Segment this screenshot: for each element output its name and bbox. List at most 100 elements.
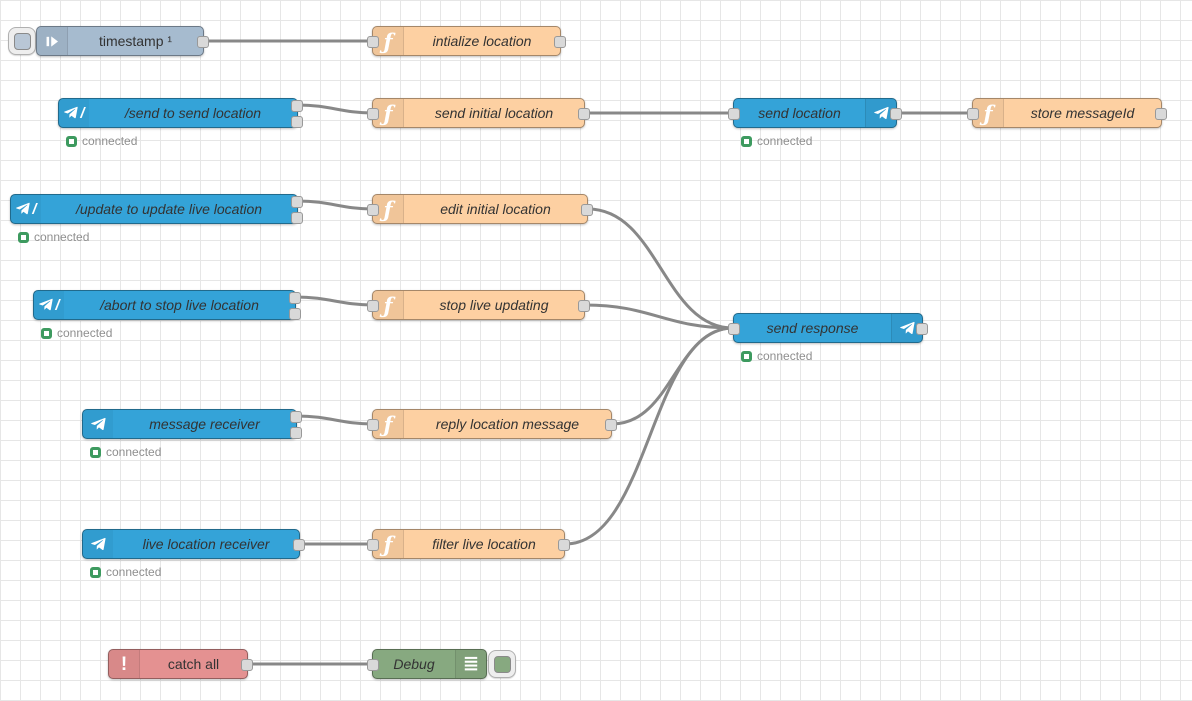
node-send-response[interactable]: send response [728,313,928,343]
output-port[interactable] [558,539,570,551]
wire[interactable] [586,207,735,330]
node-label: Debug [393,656,435,672]
node-reply-location-message[interactable]: ƒ reply location message [367,409,617,439]
node-stop-live-updating[interactable]: ƒ stop live updating [367,290,590,320]
output-port[interactable] [241,659,253,671]
wire[interactable] [294,295,374,307]
node-edit-initial-location[interactable]: ƒ edit initial location [367,194,593,224]
debug-list-icon [455,650,486,678]
status-text: connected [34,230,90,244]
input-port[interactable] [367,419,379,431]
node-status: connected [18,230,89,244]
node-label: live location receiver [142,536,270,552]
inject-button[interactable] [8,27,36,55]
node-status: connected [90,445,161,459]
telegram-command-icon: / [11,195,41,223]
output-port[interactable] [291,100,303,112]
node-label: reply location message [435,416,580,432]
input-port[interactable] [367,36,379,48]
status-ring-icon [90,566,101,578]
output-port[interactable] [890,108,902,120]
input-port[interactable] [367,108,379,120]
node-status: connected [741,134,812,148]
status-ring-icon [18,231,29,243]
status-ring-icon [90,446,101,458]
wire[interactable] [295,414,374,426]
input-port[interactable] [967,108,979,120]
function-icon: ƒ [373,99,404,127]
output-port[interactable] [916,323,928,335]
node-label: catch all [167,656,220,672]
status-text: connected [106,565,162,579]
input-port[interactable] [728,108,740,120]
output-port[interactable] [291,212,303,224]
input-port[interactable] [367,659,379,671]
node-label: stop live updating [439,297,549,313]
node-debug[interactable]: Debug [367,649,487,679]
debug-toggle-button[interactable] [488,650,516,678]
node-send-initial-location[interactable]: ƒ send initial location [367,98,590,128]
node-catch-all[interactable]: ! catch all [108,649,253,679]
node-label: send location [758,105,841,121]
wire[interactable] [610,326,735,426]
telegram-command-icon: / [59,99,89,127]
node-cmd-update[interactable]: / /update to update live location [10,194,303,224]
wire[interactable] [296,199,374,211]
node-intialize-location[interactable]: ƒ intialize location [367,26,566,56]
node-status: connected [741,349,812,363]
output-port[interactable] [581,204,593,216]
output-port[interactable] [1155,108,1167,120]
node-message-receiver[interactable]: message receiver [82,409,302,439]
output-port[interactable] [578,108,590,120]
output-port[interactable] [289,308,301,320]
output-port[interactable] [197,36,209,48]
node-live-location-receiver[interactable]: live location receiver [82,529,305,559]
node-cmd-abort[interactable]: / /abort to stop live location [33,290,301,320]
input-port[interactable] [367,539,379,551]
node-send-location[interactable]: send location [728,98,902,128]
wire[interactable] [563,326,735,546]
output-port[interactable] [291,116,303,128]
node-label: store messageId [1030,105,1135,121]
node-timestamp-inject[interactable]: timestamp ¹ [36,26,209,56]
output-port[interactable] [289,292,301,304]
node-filter-live-location[interactable]: ƒ filter live location [367,529,570,559]
input-port[interactable] [728,323,740,335]
node-label: timestamp ¹ [98,33,173,49]
node-label: /abort to stop live location [100,297,259,313]
telegram-command-icon: / [34,291,64,319]
status-text: connected [757,349,813,363]
output-port[interactable] [605,419,617,431]
output-port[interactable] [291,196,303,208]
exclamation-icon: ! [109,650,140,678]
status-text: connected [57,326,113,340]
status-ring-icon [41,327,52,339]
node-label: /send to send location [124,105,262,121]
node-label: intialize location [432,33,532,49]
output-port[interactable] [293,539,305,551]
wire[interactable] [583,303,735,330]
status-text: connected [757,134,813,148]
node-label: edit initial location [440,201,551,217]
node-label: send response [766,320,859,336]
wire[interactable] [296,103,374,115]
node-status: connected [90,565,161,579]
output-port[interactable] [578,300,590,312]
node-store-messageid[interactable]: ƒ store messageId [967,98,1167,128]
input-port[interactable] [367,300,379,312]
output-port[interactable] [290,427,302,439]
output-port[interactable] [554,36,566,48]
node-status: connected [66,134,137,148]
input-port[interactable] [367,204,379,216]
node-status: connected [41,326,112,340]
status-text: connected [106,445,162,459]
node-label: send initial location [434,105,554,121]
status-ring-icon [66,135,77,147]
status-ring-icon [741,135,752,147]
node-cmd-send[interactable]: / /send to send location [58,98,303,128]
output-port[interactable] [290,411,302,423]
inject-arrow-icon [37,27,68,55]
status-text: connected [82,134,138,148]
